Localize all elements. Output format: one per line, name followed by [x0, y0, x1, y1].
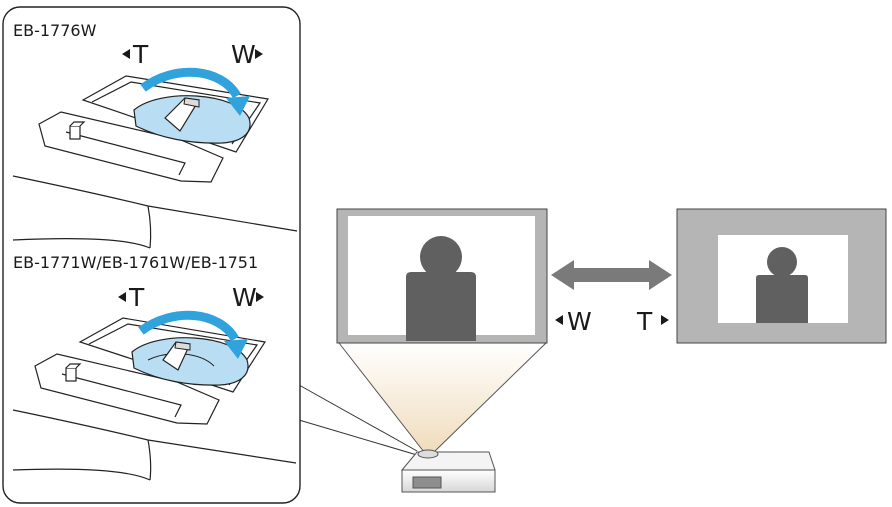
projector-icon: [400, 449, 496, 493]
panel-top: EB-1776W T W: [12, 21, 298, 249]
panel-top-model-label: EB-1776W: [13, 21, 97, 40]
zoom-wide-indicator: W: [555, 307, 592, 336]
panel-bottom-tele-label: T: [128, 283, 145, 312]
panel-top-zoom-ring: [133, 95, 251, 144]
panel-top-tele-label: T: [132, 40, 149, 69]
zoom-tele-indicator: T: [636, 307, 669, 336]
screen-wide: [336, 208, 548, 344]
panel-bottom-wide-arrow-icon: [256, 292, 264, 302]
zoom-tele-label: T: [636, 307, 653, 336]
panel-bottom-tele-arrow-icon: [118, 292, 126, 302]
panel-bottom: EB-1771W/EB-1761W/EB-1751 T W: [12, 253, 297, 481]
zoom-wide-arrow-icon: [555, 315, 563, 325]
panel-bottom-zoom-ring: [131, 337, 249, 386]
panel-bottom-latch: [65, 363, 82, 382]
screen-tele: [676, 208, 887, 344]
panel-top-curved-arrow-icon: [140, 67, 250, 116]
callout-line-lower: [298, 419, 418, 456]
panel-top-latch: [69, 121, 86, 140]
person-icon: [756, 247, 808, 323]
projection-beam: [339, 343, 546, 452]
panel-bottom-wide-label: W: [232, 283, 257, 312]
beam-edge-right: [433, 342, 547, 453]
callout-line-upper: [298, 384, 418, 452]
panel-bottom-curved-arrow-icon: [138, 310, 248, 359]
zoom-wide-label: W: [567, 307, 592, 336]
panel-top-wide-arrow-icon: [255, 49, 263, 59]
panel-bottom-model-label: EB-1771W/EB-1761W/EB-1751: [13, 253, 258, 272]
double-arrow-icon: [551, 260, 672, 290]
panel-top-tele-arrow-icon: [122, 49, 130, 59]
beam-edge-left: [338, 342, 425, 453]
panel-top-wide-label: W: [231, 40, 256, 69]
zoom-tele-arrow-icon: [661, 315, 669, 325]
person-icon: [406, 236, 476, 341]
